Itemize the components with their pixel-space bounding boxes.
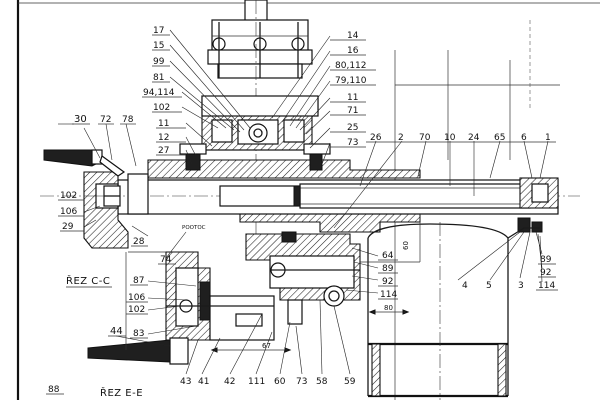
worm-gear bbox=[323, 285, 345, 307]
callout-65: 65 bbox=[494, 133, 505, 143]
dimension-80: 80 bbox=[384, 304, 393, 312]
callout-27: 27 bbox=[158, 146, 169, 156]
callout-25: 25 bbox=[347, 123, 358, 133]
callout-114-middle: 114 bbox=[380, 290, 397, 300]
cylinder-body bbox=[367, 222, 540, 400]
callout-60: 60 bbox=[274, 377, 286, 387]
callout-72: 72 bbox=[100, 115, 111, 125]
callout-10: 10 bbox=[444, 133, 456, 143]
callout-87: 87 bbox=[133, 276, 144, 286]
callout-89-middle: 89 bbox=[382, 264, 394, 274]
callout-92-right: 92 bbox=[540, 268, 551, 278]
leader-lines bbox=[58, 29, 549, 375]
callout-111: 111 bbox=[248, 377, 265, 387]
dimension-60: 60 bbox=[402, 241, 410, 250]
inscription-pootoc: POOTOC bbox=[182, 225, 206, 231]
callout-73-top: 73 bbox=[347, 138, 358, 148]
callout-29: 29 bbox=[62, 222, 74, 232]
callout-4: 4 bbox=[462, 281, 468, 291]
callout-106-lower: 106 bbox=[128, 293, 145, 303]
callout-6: 6 bbox=[521, 133, 527, 143]
lower-gear-assembly bbox=[87, 251, 275, 365]
callout-30: 30 bbox=[74, 114, 87, 125]
callout-74: 74 bbox=[160, 255, 172, 265]
callout-59: 59 bbox=[344, 377, 356, 387]
callout-5: 5 bbox=[486, 281, 492, 291]
callout-42: 42 bbox=[224, 377, 235, 387]
callout-99: 99 bbox=[153, 57, 165, 67]
carriage-block bbox=[201, 95, 319, 151]
callout-81: 81 bbox=[153, 73, 164, 83]
callout-26: 26 bbox=[370, 133, 382, 143]
middle-gear-block bbox=[245, 231, 361, 325]
callout-88: 88 bbox=[48, 385, 60, 395]
callout-78: 78 bbox=[122, 115, 134, 125]
callout-92-middle: 92 bbox=[382, 277, 393, 287]
callout-79-110: 79,110 bbox=[335, 76, 367, 86]
callout-71: 71 bbox=[347, 106, 358, 116]
callout-12: 12 bbox=[158, 133, 169, 143]
callout-15: 15 bbox=[153, 41, 164, 51]
callout-43: 43 bbox=[180, 377, 191, 387]
callout-1: 1 bbox=[545, 133, 551, 143]
main-housing bbox=[147, 143, 421, 233]
right-end-cap bbox=[517, 177, 559, 233]
callout-73-bottom: 73 bbox=[296, 377, 307, 387]
callout-44: 44 bbox=[110, 326, 123, 337]
main-shaft bbox=[40, 179, 580, 215]
callout-102-top: 102 bbox=[153, 103, 170, 113]
callout-labels: 17 15 99 81 94,114 102 11 12 27 14 16 80… bbox=[46, 26, 558, 395]
dimension-lines: 60 80 67 bbox=[210, 214, 421, 353]
callout-58: 58 bbox=[316, 377, 328, 387]
tool-post-clamp bbox=[207, 0, 313, 250]
callout-70: 70 bbox=[419, 133, 431, 143]
background-section-lines bbox=[394, 20, 560, 400]
callout-102-lower: 102 bbox=[128, 305, 145, 315]
callout-11-right: 11 bbox=[347, 93, 358, 103]
section-label-ee: ŘEZ E-E bbox=[100, 386, 143, 399]
hand-lever-top bbox=[43, 149, 97, 167]
callout-102-left: 102 bbox=[60, 191, 77, 201]
callout-106-left: 106 bbox=[60, 207, 77, 217]
callout-17: 17 bbox=[153, 26, 164, 36]
callout-2: 2 bbox=[398, 133, 404, 143]
left-handwheel-assembly bbox=[43, 149, 149, 249]
callout-94-114: 94,114 bbox=[143, 88, 175, 98]
callout-3: 3 bbox=[518, 281, 524, 291]
callout-83: 83 bbox=[133, 329, 144, 339]
callout-28: 28 bbox=[133, 237, 145, 247]
callout-80-112: 80,112 bbox=[335, 61, 367, 71]
callout-11-left: 11 bbox=[158, 119, 169, 129]
section-label-cc: ŘEZ C-C bbox=[66, 274, 110, 287]
callout-14: 14 bbox=[347, 31, 359, 41]
callout-114-right: 114 bbox=[538, 281, 555, 291]
hand-lever-bottom bbox=[87, 339, 175, 363]
callout-64: 64 bbox=[382, 251, 394, 261]
callout-89-right: 89 bbox=[540, 255, 552, 265]
callout-24: 24 bbox=[468, 133, 480, 143]
carriage-bore bbox=[248, 123, 268, 143]
callout-16: 16 bbox=[347, 46, 359, 56]
callout-41: 41 bbox=[198, 377, 209, 387]
